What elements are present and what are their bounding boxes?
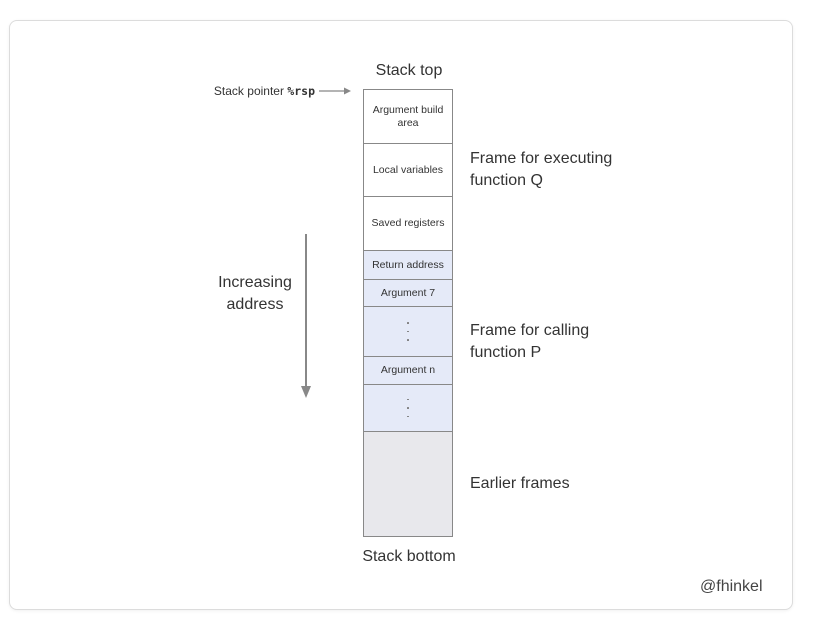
increasing-address-label: Increasing address bbox=[218, 274, 292, 313]
stack-cell-local-variables: Local variables bbox=[364, 144, 452, 197]
stack-top-label: Stack top bbox=[375, 62, 443, 79]
frame-q-label: Frame for executing function Q bbox=[470, 150, 613, 189]
stack-pointer-arrow bbox=[319, 87, 351, 95]
earlier-frames-label: Earlier frames bbox=[470, 475, 570, 492]
frame-p-label: Frame for calling function P bbox=[470, 322, 590, 361]
stack-cell-ellipsis-1 bbox=[364, 307, 452, 357]
stack-pointer-label: Stack pointer %rsp bbox=[130, 84, 315, 98]
author-watermark: @fhinkel bbox=[700, 578, 763, 595]
stack-cell-return-address: Return address bbox=[364, 251, 452, 280]
stack-cell-saved-registers: Saved registers bbox=[364, 197, 452, 251]
stack-cell-argument-n: Argument n bbox=[364, 357, 452, 385]
increasing-address-arrow bbox=[301, 234, 311, 398]
stack-cell-earlier-frames bbox=[364, 432, 452, 536]
stack-pointer-text: Stack pointer bbox=[213, 84, 288, 98]
rsp-register: %rsp bbox=[287, 84, 315, 98]
ellipsis-dots bbox=[407, 322, 409, 341]
stack-cell-argument-build-area: Argument build area bbox=[364, 90, 452, 144]
stack-column: Argument build area Local variables Save… bbox=[363, 89, 453, 537]
ellipsis-dots bbox=[407, 398, 409, 418]
stack-bottom-label: Stack bottom bbox=[362, 548, 456, 565]
stack-cell-ellipsis-2 bbox=[364, 385, 452, 432]
stack-cell-argument-7: Argument 7 bbox=[364, 280, 452, 307]
